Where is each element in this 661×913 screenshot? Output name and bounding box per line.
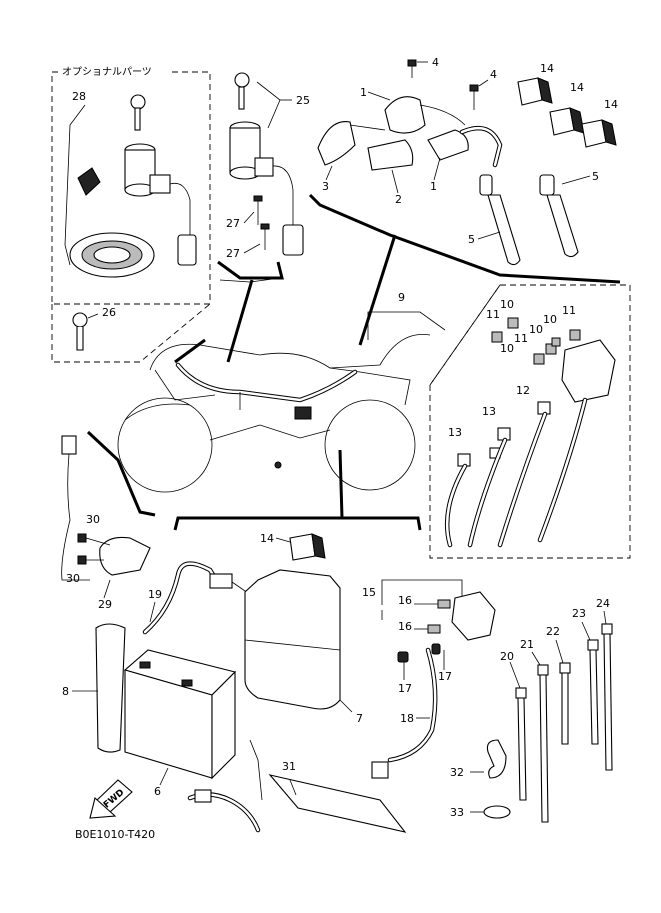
callout-30a: 30 — [86, 513, 100, 526]
callout-10a: 10 — [500, 298, 514, 311]
ignition-coils — [317, 59, 579, 266]
callout-29: 29 — [98, 598, 112, 611]
callout-14a: 14 — [540, 62, 554, 75]
callout-7: 7 — [356, 712, 363, 725]
callout-18: 18 — [400, 712, 414, 725]
callout-11a: 11 — [486, 308, 500, 321]
optional-ignition-switch — [64, 94, 197, 278]
callout-2: 2 — [395, 193, 402, 206]
callout-8: 8 — [62, 685, 69, 698]
callout-6: 6 — [154, 785, 161, 798]
leader-9 — [367, 311, 446, 340]
callout-11b: 11 — [562, 304, 576, 317]
callout-20: 20 — [500, 650, 514, 663]
callout-24: 24 — [596, 597, 610, 610]
ignition-switch-assy — [219, 72, 304, 283]
callout-32: 32 — [450, 766, 464, 779]
callout-11c: 11 — [514, 332, 528, 345]
callout-1b: 1 — [430, 180, 437, 193]
callout-1a: 1 — [360, 86, 367, 99]
callout-15: 15 — [362, 586, 376, 599]
callout-17b: 17 — [438, 670, 452, 683]
relays-top — [517, 77, 617, 148]
callout-23: 23 — [572, 607, 586, 620]
callout-25: 25 — [296, 94, 310, 107]
optional-parts-panel: オプショナルパーツ — [51, 64, 211, 363]
optional-parts-label: オプショナルパーツ — [62, 66, 152, 78]
callout-5b: 5 — [592, 170, 599, 183]
callout-10b: 10 — [543, 313, 557, 326]
callout-31: 31 — [282, 760, 296, 773]
callout-13a: 13 — [482, 405, 496, 418]
callout-10c: 10 — [529, 323, 543, 336]
callout-21: 21 — [520, 638, 534, 651]
callout-16a: 16 — [398, 594, 412, 607]
callout-14d: 14 — [260, 532, 274, 545]
callout-13b: 13 — [448, 426, 462, 439]
battery-area — [89, 561, 407, 833]
sidestand-switch — [61, 435, 151, 581]
callout-12: 12 — [516, 384, 530, 397]
relay-middle — [275, 533, 326, 561]
callout-14c: 14 — [604, 98, 618, 111]
callout-26: 26 — [102, 306, 116, 319]
group-lines — [86, 193, 621, 531]
fuse-panel — [429, 284, 631, 559]
callout-33: 33 — [450, 806, 464, 819]
callout-4a: 4 — [432, 56, 439, 69]
callout-14b: 14 — [570, 81, 584, 94]
callout-22: 22 — [546, 625, 560, 638]
motorcycle-outline — [117, 333, 431, 493]
callout-28: 28 — [72, 90, 86, 103]
drawing-code: B0E1010-T420 — [75, 828, 155, 841]
callout-27b: 27 — [226, 247, 240, 260]
key-26 — [72, 312, 99, 351]
cable-ties — [470, 623, 613, 823]
callout-30b: 30 — [66, 572, 80, 585]
rectifier-area — [371, 579, 496, 779]
callout-9: 9 — [398, 291, 405, 304]
callout-16b: 16 — [398, 620, 412, 633]
callout-10d: 10 — [500, 342, 514, 355]
callout-3: 3 — [322, 180, 329, 193]
callout-17a: 17 — [398, 682, 412, 695]
callout-27a: 27 — [226, 217, 240, 230]
callout-5a: 5 — [468, 233, 475, 246]
callout-19: 19 — [148, 588, 162, 601]
callout-4b: 4 — [490, 68, 497, 81]
